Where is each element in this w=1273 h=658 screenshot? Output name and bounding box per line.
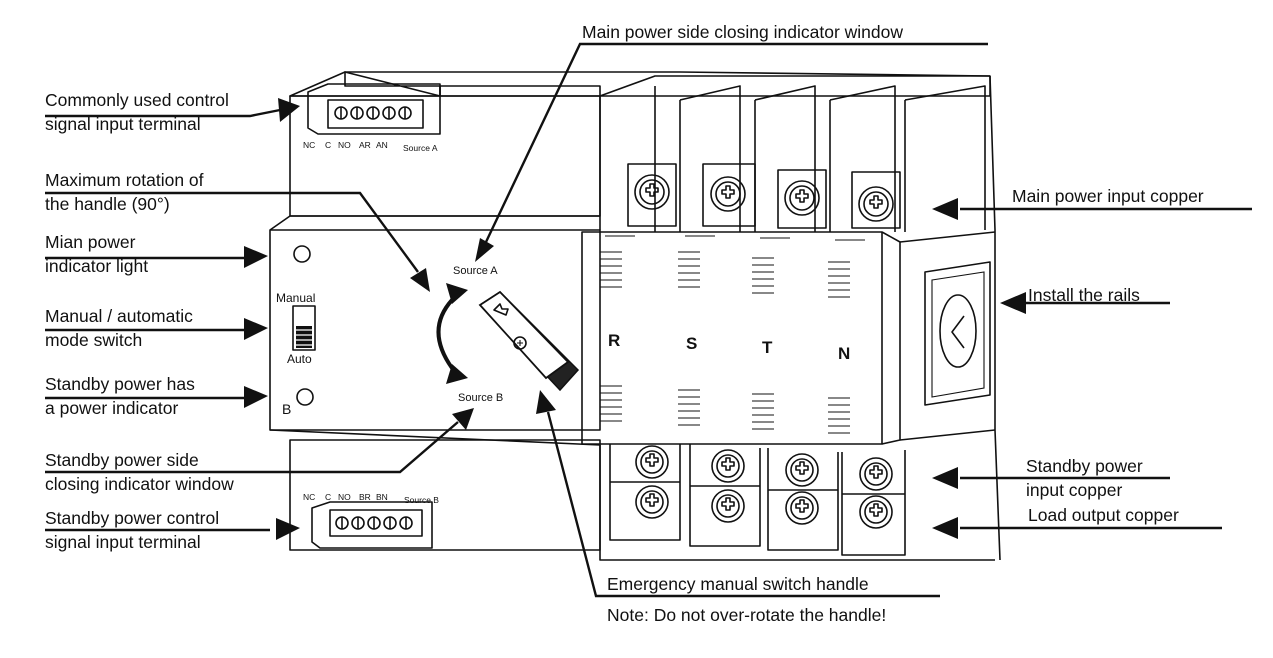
terminal-b-label: BN	[376, 492, 388, 502]
terminal-b-label: Source B	[404, 495, 439, 505]
phase-label-s: S	[686, 334, 697, 353]
label-standby-indicator-line1: Standby power has	[45, 374, 195, 394]
label-load-output: Load output copper	[1028, 505, 1179, 525]
source-a-label: Source A	[453, 265, 498, 277]
vent-grille	[600, 235, 865, 434]
phase-labels: R S T N	[608, 331, 850, 363]
main-indicator-light	[293, 245, 311, 263]
label-mode-switch-line1: Manual / automatic	[45, 306, 193, 326]
label-install-rails: Install the rails	[1028, 285, 1140, 305]
label-standby-input-line2: input copper	[1026, 480, 1123, 500]
main-input-terminals	[627, 163, 901, 229]
label-control-terminal-b-line2: signal input terminal	[45, 532, 201, 552]
label-main-input-copper: Main power input copper	[1012, 186, 1204, 206]
mode-switch	[292, 305, 316, 351]
manual-label: Manual	[276, 291, 315, 305]
terminal-a-labels: NC C NO AR AN Source A	[303, 140, 438, 153]
terminal-b-label: BR	[359, 492, 371, 502]
terminal-b-label: NC	[303, 492, 315, 502]
label-standby-closing-line1: Standby power side	[45, 450, 199, 470]
label-max-rotation-line2: the handle (90°)	[45, 194, 170, 214]
label-standby-indicator-line2: a power indicator	[45, 398, 179, 418]
label-standby-closing-line2: closing indicator window	[45, 474, 234, 494]
label-main-indicator-line2: indicator light	[45, 256, 149, 276]
emergency-handle	[478, 290, 580, 392]
source-b-label: Source B	[458, 392, 503, 404]
phase-label-n: N	[838, 344, 850, 363]
label-max-rotation-line1: Maximum rotation of	[45, 170, 204, 190]
standby-indicator-light	[296, 388, 314, 406]
label-main-indicator-line1: Mian power	[45, 232, 136, 252]
switch-body: NC C NO AR AN Source A NC C NO BR BN Sou…	[269, 71, 1001, 561]
callout-leaders	[45, 42, 1252, 598]
label-control-terminal-a-line2: signal input terminal	[45, 114, 201, 134]
control-terminal-a	[307, 83, 441, 135]
label-main-closing-window: Main power side closing indicator window	[582, 22, 903, 42]
terminal-b-label: NO	[338, 492, 351, 502]
label-emergency-handle: Emergency manual switch handle	[607, 574, 869, 594]
phase-label-t: T	[762, 338, 773, 357]
label-control-terminal-b-line1: Standby power control	[45, 508, 220, 528]
b-mark: B	[282, 401, 291, 417]
rotation-arrow	[436, 283, 468, 384]
auto-label: Auto	[287, 352, 312, 366]
terminal-a-label: NO	[338, 140, 351, 150]
terminal-b-label: C	[325, 492, 331, 502]
label-standby-input-line1: Standby power	[1026, 456, 1143, 476]
terminal-a-label: NC	[303, 140, 315, 150]
label-control-terminal-a-line1: Commonly used control	[45, 90, 229, 110]
control-terminal-b	[311, 501, 433, 549]
terminal-a-label: C	[325, 140, 331, 150]
phase-label-r: R	[608, 331, 620, 350]
warning-note: Note: Do not over-rotate the handle!	[607, 605, 887, 625]
terminal-a-label: AR	[359, 140, 371, 150]
label-mode-switch-line2: mode switch	[45, 330, 143, 350]
standby-and-load-terminals	[609, 444, 906, 556]
terminal-b-labels: NC C NO BR BN Source B	[303, 492, 439, 505]
terminal-a-label: AN	[376, 140, 388, 150]
terminal-a-label: Source A	[403, 143, 438, 153]
